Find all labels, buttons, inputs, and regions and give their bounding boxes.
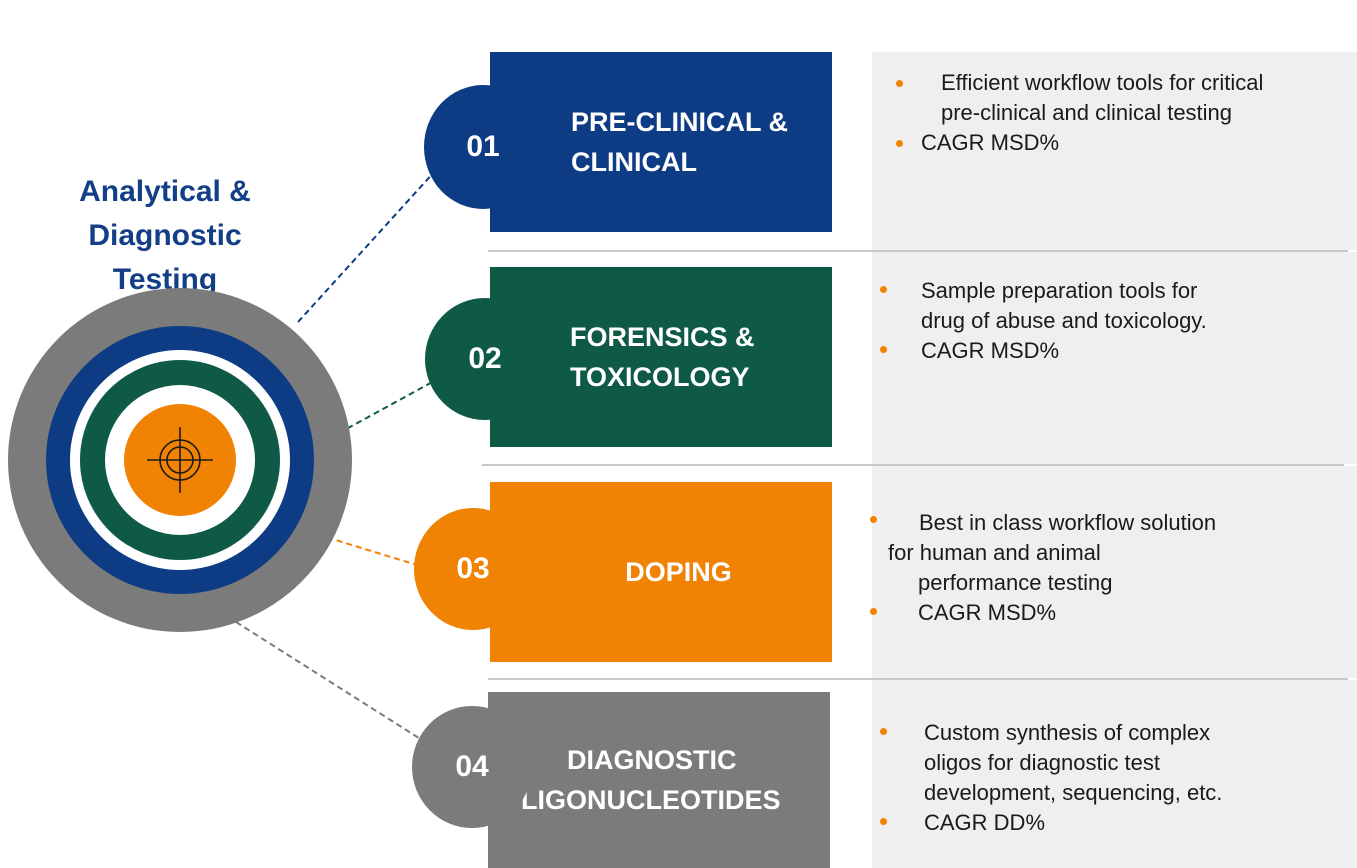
description-panel-01 xyxy=(872,52,1357,250)
bullet-item: CAGR MSD% xyxy=(880,336,1350,366)
bullet-list-03: Best in class workflow solution for huma… xyxy=(870,508,1350,628)
connector-04 xyxy=(235,621,423,741)
segment-box-02: FORENSICS & TOXICOLOGY xyxy=(490,267,832,447)
bullet-item: CAGR DD% xyxy=(880,808,1350,838)
segment-name-line: PRE-CLINICAL & xyxy=(571,107,789,137)
segment-name-line: CLINICAL xyxy=(571,147,697,177)
diagram-title: Analytical & Diagnostic Testing xyxy=(40,170,290,302)
segment-name-line: DIAGNOSTIC xyxy=(567,745,737,775)
description-panel-03 xyxy=(872,466,1357,678)
bullet-item: Efficient workflow tools for critical pr… xyxy=(896,68,1356,128)
connector-02 xyxy=(285,379,437,463)
bullet-item: Sample preparation tools for drug of abu… xyxy=(880,276,1350,336)
title-line-2: Diagnostic Testing xyxy=(88,219,242,296)
segment-name-line: TOXICOLOGY xyxy=(570,362,750,392)
segment-number-03: 03 xyxy=(414,508,532,630)
bullet-dot xyxy=(870,516,877,523)
segment-box-03: DOPING xyxy=(490,482,832,662)
bullet-dot xyxy=(896,80,903,87)
connector-01 xyxy=(297,169,437,323)
description-panel-04 xyxy=(872,680,1357,868)
divider-1 xyxy=(488,250,1348,252)
bullet-item: Custom synthesis of complex oligos for d… xyxy=(880,718,1350,808)
crosshair-icon xyxy=(147,427,213,493)
bullet-item: Best in class workflow solution for huma… xyxy=(870,508,1350,598)
title-line-1: Analytical & xyxy=(79,175,251,208)
bullet-list-04: Custom synthesis of complex oligos for d… xyxy=(880,718,1350,838)
bullet-dot xyxy=(896,140,903,147)
description-panel-02 xyxy=(872,252,1357,464)
segment-name-line: OLIGONUCLEOTIDES xyxy=(500,785,781,815)
segment-box-04: DIAGNOSTIC OLIGONUCLEOTIDES xyxy=(488,692,830,868)
bullet-dot xyxy=(880,728,887,735)
bullet-item: CAGR MSD% xyxy=(870,598,1350,628)
bullet-dot xyxy=(880,286,887,293)
segment-box-01: PRE-CLINICAL & CLINICAL xyxy=(490,52,832,232)
bullet-list-02: Sample preparation tools for drug of abu… xyxy=(880,276,1350,366)
bullet-dot xyxy=(880,346,887,353)
bullet-dot xyxy=(870,608,877,615)
segment-name-line: DOPING xyxy=(625,557,732,587)
divider-2 xyxy=(482,464,1344,466)
divider-3 xyxy=(488,678,1348,680)
segment-number-02: 02 xyxy=(425,298,545,420)
segment-number-04: 04 xyxy=(412,706,532,828)
segment-name-line: FORENSICS & xyxy=(570,322,755,352)
segment-number-01: 01 xyxy=(424,85,542,209)
bullet-list-01: Efficient workflow tools for critical pr… xyxy=(896,68,1356,158)
bullet-dot xyxy=(880,818,887,825)
bullet-item: CAGR MSD% xyxy=(896,128,1356,158)
